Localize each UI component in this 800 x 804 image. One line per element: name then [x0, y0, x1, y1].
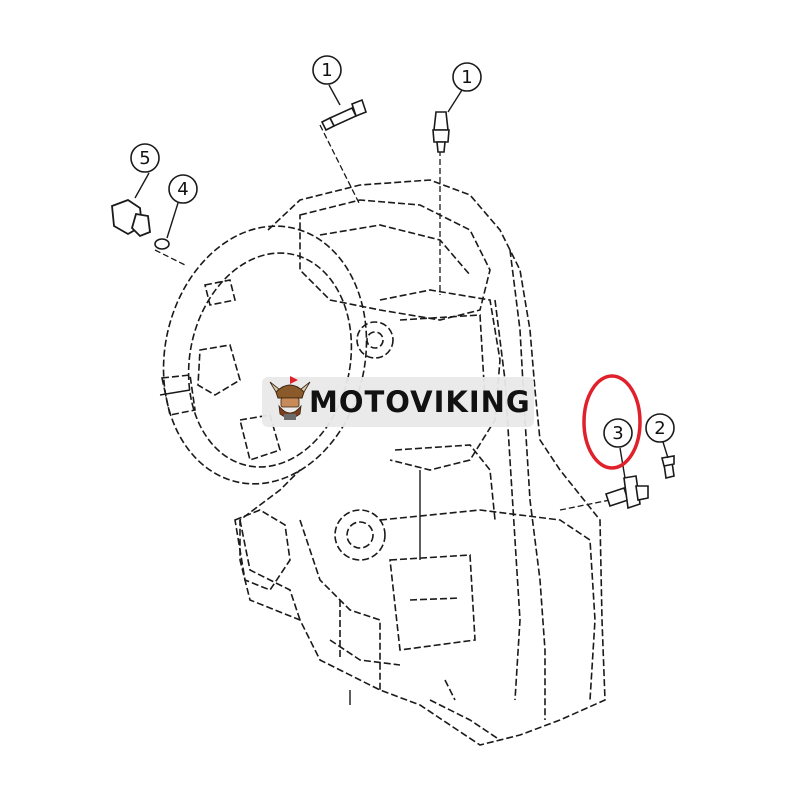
callout-5: 5	[130, 143, 160, 173]
callout-1-right: 1	[452, 62, 482, 92]
callout-number: 4	[177, 179, 188, 200]
callout-number: 1	[321, 60, 332, 81]
part-1-sensor-left	[320, 98, 367, 132]
callout-1-left: 1	[312, 55, 342, 85]
part-5-plug	[111, 198, 151, 238]
callout-circle	[645, 413, 675, 443]
callout-circle	[130, 143, 160, 173]
callout-2: 2	[645, 413, 675, 443]
callout-number: 1	[461, 67, 472, 88]
watermark-text: MOTOVIKING	[309, 385, 531, 419]
callout-circle	[452, 62, 482, 92]
watermark-background	[262, 377, 534, 427]
part-2-bolt	[661, 455, 675, 479]
part-3-speed-sensor	[604, 475, 649, 510]
callout-number: 5	[139, 148, 150, 169]
watermark-banner: MOTOVIKING	[262, 376, 534, 427]
transmission-housing	[161, 179, 606, 746]
part-1-sensor-right	[432, 111, 450, 153]
part-4-o-ring	[154, 238, 170, 250]
callout-circle	[312, 55, 342, 85]
highlight-ring	[582, 374, 642, 470]
housing-detail-lines	[159, 389, 421, 705]
callout-number: 2	[654, 418, 665, 439]
callout-circle	[603, 418, 633, 448]
callout-circle	[168, 174, 198, 204]
callout-number: 3	[612, 423, 623, 444]
callout-3: 3	[603, 418, 633, 448]
viking-mascot-icon	[269, 376, 311, 420]
callout-4: 4	[168, 174, 198, 204]
assembly-leader-lines	[154, 124, 611, 511]
